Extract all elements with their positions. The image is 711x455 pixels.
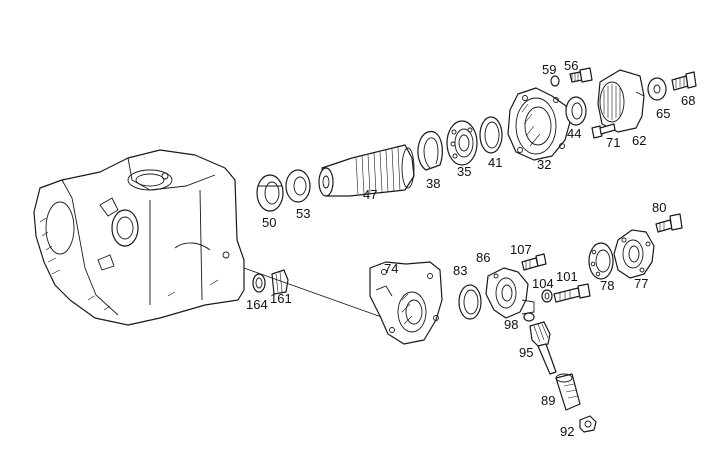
part-56-bolt xyxy=(569,67,593,83)
callout-107: 107 xyxy=(510,242,532,257)
callout-44: 44 xyxy=(567,126,581,141)
part-86-housing xyxy=(485,267,535,319)
leader-line-74 xyxy=(243,267,391,321)
callout-92: 92 xyxy=(560,424,574,439)
callout-86: 86 xyxy=(476,250,490,265)
callout-77: 77 xyxy=(634,276,648,291)
callout-83: 83 xyxy=(453,263,467,278)
part-65-washer xyxy=(647,77,667,101)
part-107-bolt xyxy=(521,253,547,271)
part-80-bolt xyxy=(655,213,683,233)
callout-labels: 50 53 47 38 35 41 32 59 56 44 71 62 65 6… xyxy=(246,58,695,439)
part-83-seal xyxy=(458,284,482,320)
callout-101: 101 xyxy=(556,269,578,284)
part-98-oring xyxy=(523,312,535,322)
part-71-bolt xyxy=(591,123,616,139)
callout-59: 59 xyxy=(542,62,556,77)
callout-47: 47 xyxy=(363,187,377,202)
part-32-bearing-cover xyxy=(507,87,571,161)
callout-98: 98 xyxy=(504,317,518,332)
part-95-gear-shaft xyxy=(529,321,557,375)
callout-32: 32 xyxy=(537,157,551,172)
callout-95: 95 xyxy=(519,345,533,360)
part-104-washer xyxy=(541,289,553,303)
callout-68: 68 xyxy=(681,93,695,108)
part-68-bolt xyxy=(671,71,697,91)
part-38-snap-ring xyxy=(417,130,443,171)
part-50-bearing-race xyxy=(256,174,284,212)
part-74-cover xyxy=(369,261,443,345)
callout-41: 41 xyxy=(488,155,502,170)
part-59-washer xyxy=(550,75,560,87)
callout-80: 80 xyxy=(652,200,666,215)
part-47-shaft xyxy=(318,144,415,197)
callout-38: 38 xyxy=(426,176,440,191)
callout-50: 50 xyxy=(262,215,276,230)
part-77-flange xyxy=(613,229,655,279)
callout-56: 56 xyxy=(564,58,578,73)
callout-78: 78 xyxy=(600,278,614,293)
part-92-nut xyxy=(579,415,597,433)
callout-62: 62 xyxy=(632,133,646,148)
part-78-bearing xyxy=(588,242,614,280)
part-62-flange xyxy=(597,69,645,133)
callout-53: 53 xyxy=(296,206,310,221)
part-44-seal xyxy=(565,96,587,126)
part-89-sleeve xyxy=(555,373,581,411)
part-164-ring xyxy=(252,273,266,293)
part-41-ring xyxy=(479,116,503,154)
callout-161: 161 xyxy=(270,291,292,306)
callout-71: 71 xyxy=(606,135,620,150)
callout-65: 65 xyxy=(656,106,670,121)
part-161-plug xyxy=(271,269,289,295)
transmission-housing xyxy=(33,149,245,326)
part-53-bearing-race xyxy=(285,169,311,203)
callout-104: 104 xyxy=(532,276,554,291)
part-101-bolt xyxy=(553,283,591,303)
callout-164: 164 xyxy=(246,297,268,312)
callout-74: 74 xyxy=(384,261,398,276)
callout-35: 35 xyxy=(457,164,471,179)
callout-89: 89 xyxy=(541,393,555,408)
part-35-bearing xyxy=(446,120,478,166)
